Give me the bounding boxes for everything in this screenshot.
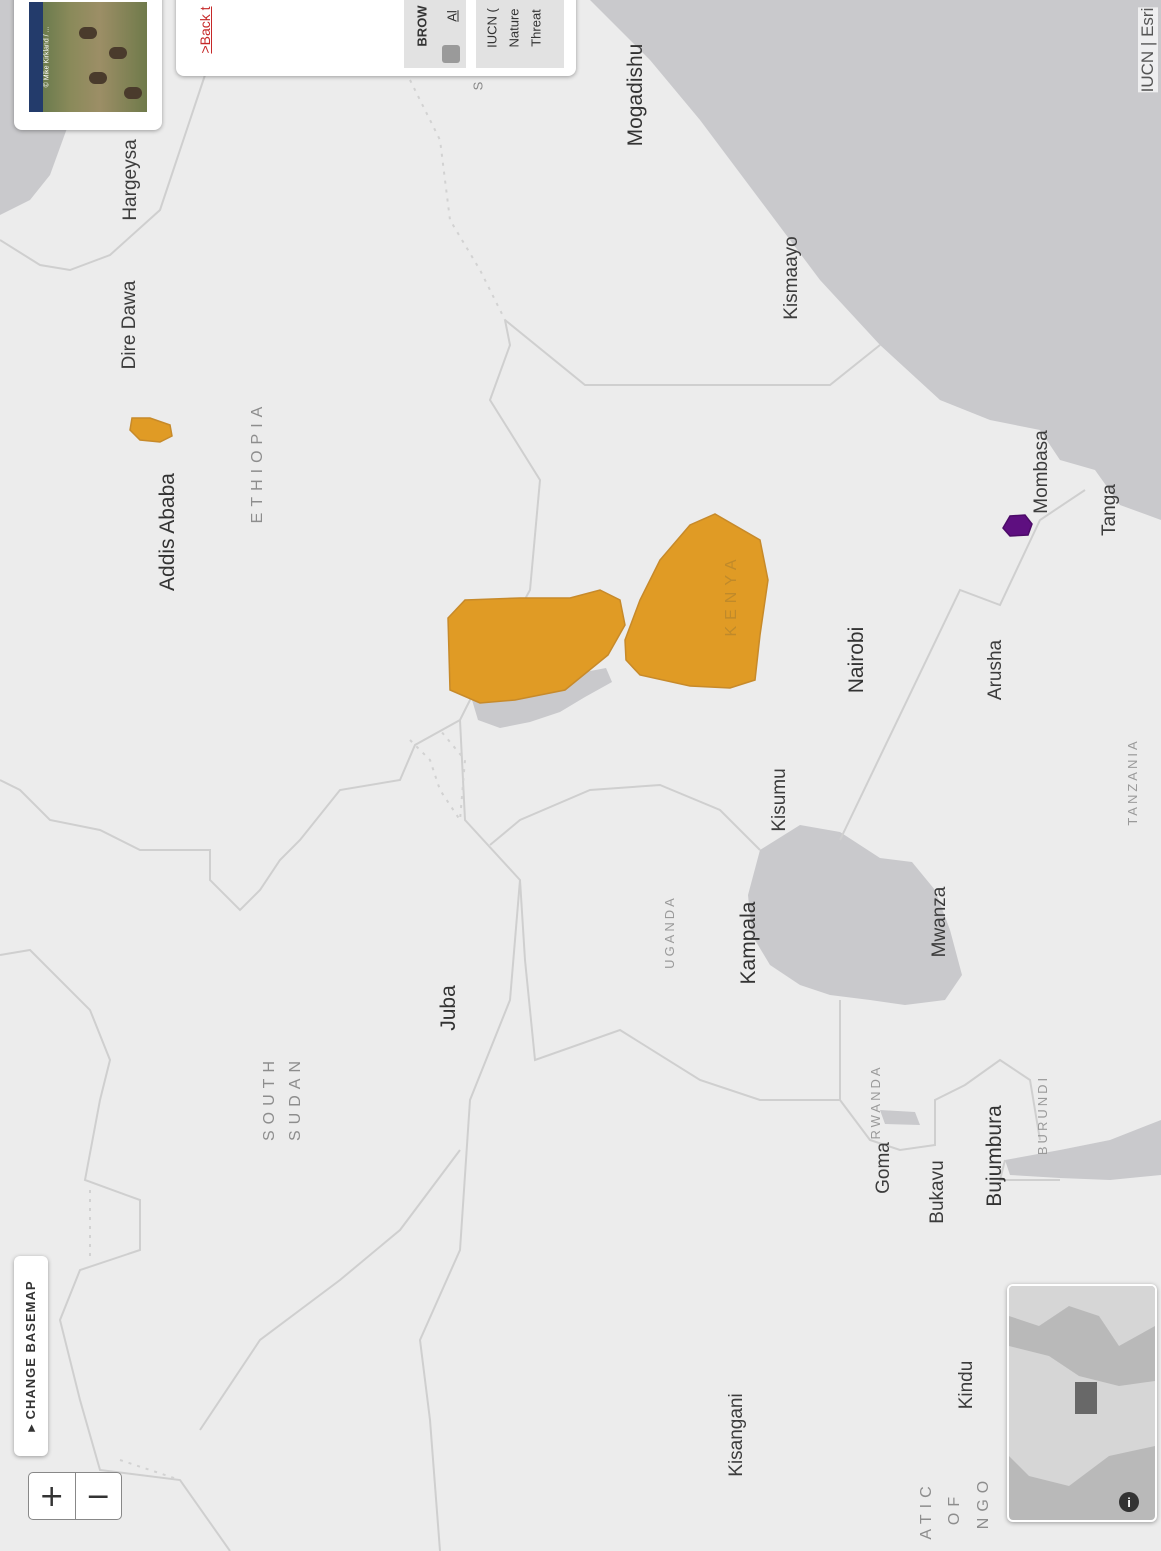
- city-label: Kampala: [737, 901, 760, 985]
- legend-panel: >Back t NE DD Ex Ex BROW Al IUCN ( Natur…: [176, 0, 576, 76]
- city-label: Kisumu: [769, 768, 790, 832]
- iucn-text-line: Threat: [528, 9, 544, 47]
- lake-tanganyika: [1005, 1120, 1161, 1180]
- photo-credit: © Mike Kirkland / ...: [43, 26, 51, 88]
- disputed-borders: [89, 79, 506, 1481]
- overview-graphics: [1009, 1286, 1155, 1486]
- change-basemap-label: CHANGE BASEMAP: [23, 1280, 38, 1420]
- country-label: BURUNDI: [1035, 1074, 1050, 1156]
- country-label: UGANDA: [662, 895, 677, 969]
- country-label: RWANDA: [868, 1064, 883, 1140]
- country-label: KENYA: [723, 553, 740, 637]
- city-label: Juba: [437, 985, 460, 1031]
- lake-kivu: [880, 1110, 920, 1125]
- city-label: Dire Dawa: [119, 280, 140, 370]
- country-label: SOUTH: [261, 1055, 278, 1141]
- photo-animal: [79, 27, 97, 39]
- photo-animal: [124, 87, 142, 99]
- overview-extent-box[interactable]: [1075, 1382, 1097, 1414]
- country-label: TANZANIA: [1125, 738, 1140, 826]
- range-ethiopia-east: [129, 417, 173, 443]
- city-label: Kismaayo: [781, 236, 802, 320]
- country-label: SUDAN: [287, 1054, 304, 1142]
- city-label: Goma: [873, 1142, 894, 1194]
- country-label: ATIC: [918, 1480, 935, 1540]
- camera-icon[interactable]: [442, 45, 460, 63]
- range-turkana-west: [447, 589, 626, 704]
- city-label: Addis Ababa: [156, 473, 179, 591]
- city-label: Tanga: [1099, 484, 1120, 536]
- play-arrow-icon: ▸: [23, 1419, 38, 1432]
- range-mombasa: [1002, 514, 1033, 537]
- city-label: Arusha: [985, 639, 1006, 701]
- country-label: OF: [946, 1490, 963, 1526]
- photo-animal: [89, 72, 107, 84]
- back-link[interactable]: >Back t: [197, 6, 213, 54]
- city-label: Kindu: [956, 1360, 977, 1410]
- city-label: Bujumbura: [983, 1105, 1006, 1207]
- map-attribution: IUCN | Esri: [1138, 7, 1158, 93]
- country-borders: [0, 74, 1086, 1551]
- country-label: ETHIOPIA: [249, 400, 266, 524]
- iucn-text-line: Nature: [506, 8, 522, 48]
- iucn-section: [476, 0, 564, 68]
- city-label: Mogadishu: [624, 43, 647, 147]
- lake-victoria: [748, 825, 962, 1005]
- species-photo[interactable]: © Mike Kirkland / ...: [29, 2, 147, 112]
- change-basemap-button[interactable]: ▸ CHANGE BASEMAP: [14, 1256, 48, 1456]
- city-label: Hargeysa: [120, 139, 141, 221]
- indian-ocean: [590, 0, 1161, 520]
- zoom-control: + −: [28, 1472, 122, 1520]
- iucn-text-line: IUCN (: [484, 8, 500, 48]
- zoom-out-button[interactable]: −: [74, 1473, 122, 1519]
- country-label: NGO: [975, 1474, 992, 1530]
- info-icon[interactable]: i: [1119, 1492, 1139, 1512]
- browse-all-link[interactable]: Al: [444, 10, 460, 22]
- map-label-fragment: S: [470, 81, 486, 91]
- overview-map[interactable]: i: [1007, 1284, 1157, 1522]
- zoom-in-button[interactable]: +: [39, 1478, 65, 1514]
- range-kenya-central: [624, 513, 769, 689]
- photo-animal: [109, 47, 127, 59]
- photo-credit-strip: [29, 2, 43, 112]
- city-label: Mombasa: [1031, 430, 1052, 514]
- browse-heading: BROW: [414, 5, 430, 47]
- city-label: Kisangani: [726, 1393, 747, 1477]
- city-label: Nairobi: [845, 626, 868, 694]
- city-label: Bukavu: [927, 1160, 948, 1224]
- city-label: Mwanza: [929, 886, 950, 958]
- species-photo-panel[interactable]: © Mike Kirkland / ...: [14, 0, 162, 130]
- lake-turkana: [472, 668, 612, 728]
